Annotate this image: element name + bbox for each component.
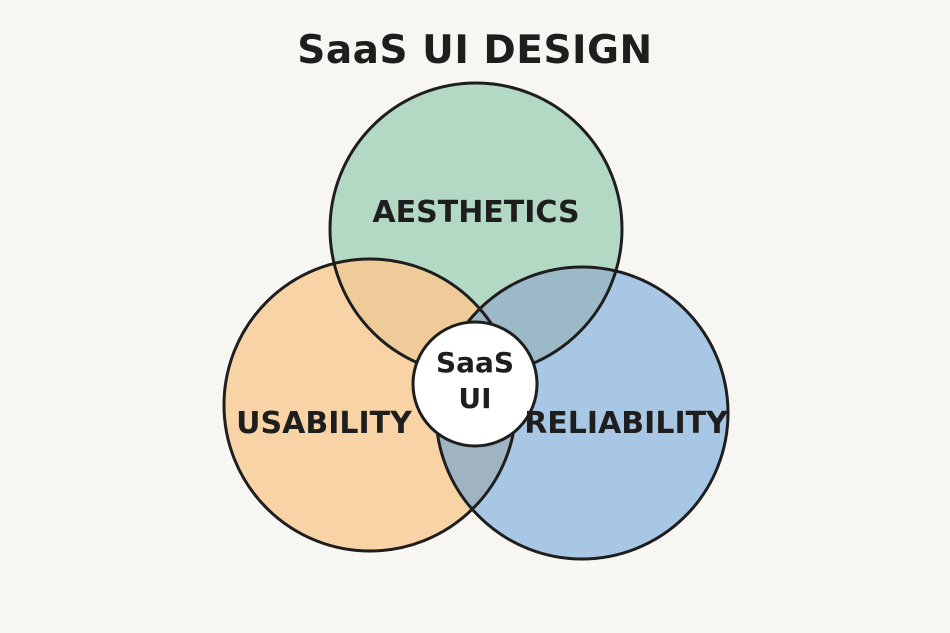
aesthetics-label: AESTHETICS <box>372 195 579 230</box>
reliability-label: RELIABILITY <box>524 406 729 441</box>
center-label-line1: SaaS <box>436 346 514 379</box>
center-circle <box>411 320 539 448</box>
page-title: SaaS UI DESIGN <box>297 28 653 73</box>
center-label-line2: UI <box>458 382 491 415</box>
usability-label: USABILITY <box>236 406 413 441</box>
